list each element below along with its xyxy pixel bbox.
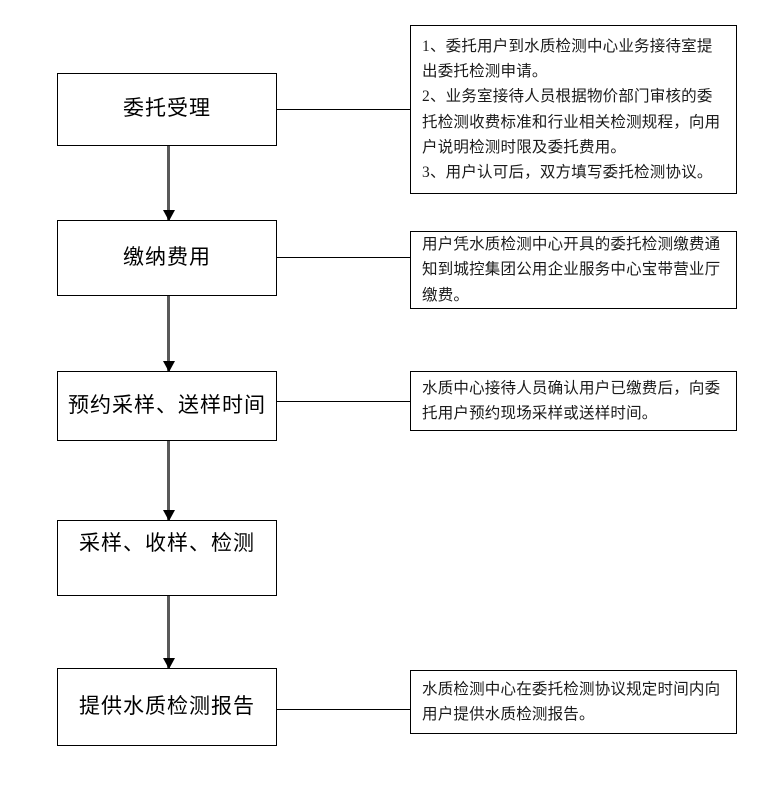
- arrow-step-2-to-step-3: [167, 296, 170, 371]
- note-text-step-1: 1、委托用户到水质检测中心业务接待室提出委托检测申请。 2、业务室接待人员根据物…: [422, 38, 721, 181]
- flow-box-step-5[interactable]: 提供水质检测报告: [57, 668, 277, 746]
- arrow-step-4-to-step-5: [167, 596, 170, 668]
- connector-step-3-to-note-3: [277, 401, 410, 402]
- note-box-step-5[interactable]: 水质检测中心在委托检测协议规定时间内向用户提供水质检测报告。: [410, 670, 737, 734]
- flow-label-step-1: 委托受理: [123, 97, 211, 121]
- flow-label-step-4: 采样、收样、检测: [79, 532, 255, 555]
- note-text-step-5: 水质检测中心在委托检测协议规定时间内向用户提供水质检测报告。: [422, 680, 721, 723]
- flow-box-step-3[interactable]: 预约采样、送样时间: [57, 371, 277, 441]
- connector-step-1-to-note-1: [277, 109, 410, 110]
- flow-label-step-5: 提供水质检测报告: [79, 694, 255, 718]
- arrow-step-3-to-step-4: [167, 441, 170, 520]
- note-text-step-2: 用户凭水质检测中心开具的委托检测缴费通知到城控集团公用企业服务中心宝带营业厅缴费…: [422, 236, 721, 304]
- arrow-step-1-to-step-2: [167, 146, 170, 220]
- connector-step-5-to-note-4: [277, 709, 410, 710]
- flow-label-step-2: 缴纳费用: [123, 245, 211, 269]
- connector-step-2-to-note-2: [277, 257, 410, 258]
- flow-box-step-2[interactable]: 缴纳费用: [57, 220, 277, 296]
- flow-label-step-3: 预约采样、送样时间: [68, 393, 266, 417]
- note-text-step-3: 水质中心接待人员确认用户已缴费后，向委托用户预约现场采样或送样时间。: [422, 379, 721, 422]
- note-box-step-2[interactable]: 用户凭水质检测中心开具的委托检测缴费通知到城控集团公用企业服务中心宝带营业厅缴费…: [410, 231, 737, 309]
- flow-box-step-1[interactable]: 委托受理: [57, 73, 277, 146]
- note-box-step-1[interactable]: 1、委托用户到水质检测中心业务接待室提出委托检测申请。 2、业务室接待人员根据物…: [410, 25, 737, 194]
- flow-box-step-4[interactable]: 采样、收样、检测: [57, 520, 277, 596]
- note-box-step-3[interactable]: 水质中心接待人员确认用户已缴费后，向委托用户预约现场采样或送样时间。: [410, 371, 737, 431]
